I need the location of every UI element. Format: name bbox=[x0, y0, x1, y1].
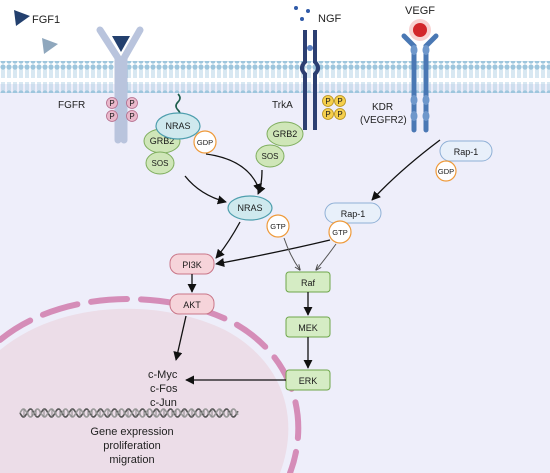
arrow-kdr-to-rap1 bbox=[371, 139, 441, 201]
outcome-gene-expression: Gene expression bbox=[90, 426, 173, 438]
svg-text:SOS: SOS bbox=[152, 159, 169, 168]
svg-text:Rap-1: Rap-1 bbox=[341, 209, 366, 219]
svg-text:NRAS: NRAS bbox=[237, 203, 262, 213]
kdr-label-line1: KDR bbox=[372, 102, 393, 113]
svg-text:GDP: GDP bbox=[438, 167, 454, 176]
pathway-arrows-thin bbox=[283, 237, 337, 270]
sos-trka-node: SOS bbox=[255, 144, 285, 168]
nuclear-envelope bbox=[0, 296, 302, 473]
arrow-grb2-to-nras bbox=[184, 175, 227, 205]
fgf1-triangle-icon bbox=[14, 10, 30, 26]
dna-helix-icon bbox=[19, 408, 239, 418]
fgf1-label: FGF1 bbox=[32, 14, 60, 26]
svg-text:Rap-1: Rap-1 bbox=[454, 147, 479, 157]
outcome-proliferation: proliferation bbox=[103, 440, 160, 452]
pathway-arrows bbox=[173, 139, 441, 385]
erk-node: ERK bbox=[285, 369, 331, 391]
svg-text:PI3K: PI3K bbox=[182, 260, 202, 270]
svg-text:MEK: MEK bbox=[298, 323, 318, 333]
grb2-trka-node: GRB2 bbox=[266, 121, 304, 147]
svg-text:GTP: GTP bbox=[270, 222, 285, 231]
svg-text:P: P bbox=[109, 99, 114, 108]
trka-receptor bbox=[300, 30, 320, 130]
trka-label: TrkA bbox=[272, 100, 293, 111]
svg-text:GDP: GDP bbox=[197, 138, 213, 147]
arrow-nras-to-raf bbox=[283, 237, 300, 270]
tf-cmyc: c-Myc bbox=[148, 369, 178, 381]
svg-text:P: P bbox=[337, 110, 342, 119]
fgfr-label: FGFR bbox=[58, 100, 85, 111]
fgf1-bound-icon bbox=[112, 36, 130, 52]
kdr-receptor bbox=[401, 33, 439, 133]
svg-text:AKT: AKT bbox=[183, 300, 201, 310]
svg-text:P: P bbox=[129, 112, 134, 121]
raf-node: Raf bbox=[285, 271, 331, 293]
mek-node: MEK bbox=[285, 316, 331, 338]
svg-text:P: P bbox=[109, 112, 114, 121]
nras-active-node: NRAS GTP bbox=[227, 195, 290, 238]
svg-text:NRAS: NRAS bbox=[165, 121, 190, 131]
tf-cfos: c-Fos bbox=[150, 383, 178, 395]
svg-text:GRB2: GRB2 bbox=[273, 129, 298, 139]
arrow-sos-to-nras bbox=[257, 169, 266, 195]
ngf-ligand: NGF bbox=[294, 6, 342, 25]
svg-text:P: P bbox=[325, 97, 330, 106]
nras-membrane-node: NRAS bbox=[155, 112, 201, 140]
gdp-top-node: GDP bbox=[193, 130, 217, 154]
arrow-rap1-to-pi3k bbox=[215, 239, 331, 267]
nucleus bbox=[0, 296, 302, 473]
fgfr-phospho-sites: P P P P bbox=[106, 97, 138, 122]
fgf1-ligand: FGF1 bbox=[14, 10, 60, 54]
svg-text:GRB2: GRB2 bbox=[150, 136, 175, 146]
sos-left-node: SOS bbox=[145, 151, 175, 175]
outcome-migration: migration bbox=[109, 454, 154, 466]
ngf-label: NGF bbox=[318, 13, 342, 25]
svg-text:P: P bbox=[129, 99, 134, 108]
svg-text:Raf: Raf bbox=[301, 278, 316, 288]
svg-text:ERK: ERK bbox=[299, 376, 318, 386]
akt-node: AKT bbox=[169, 293, 215, 315]
svg-text:SOS: SOS bbox=[262, 152, 279, 161]
rap1-inactive-node: Rap-1 GDP bbox=[435, 140, 493, 182]
svg-text:P: P bbox=[325, 110, 330, 119]
vegf-ligand: VEGF bbox=[405, 5, 435, 41]
svg-text:P: P bbox=[337, 97, 342, 106]
arrow-nras-to-pi3k bbox=[215, 221, 241, 259]
arrow-akt-to-nucleus bbox=[173, 315, 187, 361]
fgfr-receptor bbox=[96, 26, 144, 144]
arrow-rap1-to-raf bbox=[316, 243, 337, 270]
plasma-membrane bbox=[0, 61, 550, 93]
pi3k-node: PI3K bbox=[169, 253, 215, 275]
kdr-label-line2: (VEGFR2) bbox=[360, 115, 407, 126]
vegf-label: VEGF bbox=[405, 5, 435, 17]
svg-text:GTP: GTP bbox=[332, 228, 347, 237]
trka-phospho-sites: P P P P bbox=[322, 95, 346, 120]
rap1-active-node: Rap-1 GTP bbox=[324, 202, 382, 244]
fgf1-triangle-icon-2 bbox=[42, 38, 58, 54]
vegf-ball-icon bbox=[413, 23, 427, 37]
tf-cjun: c-Jun bbox=[150, 397, 177, 409]
